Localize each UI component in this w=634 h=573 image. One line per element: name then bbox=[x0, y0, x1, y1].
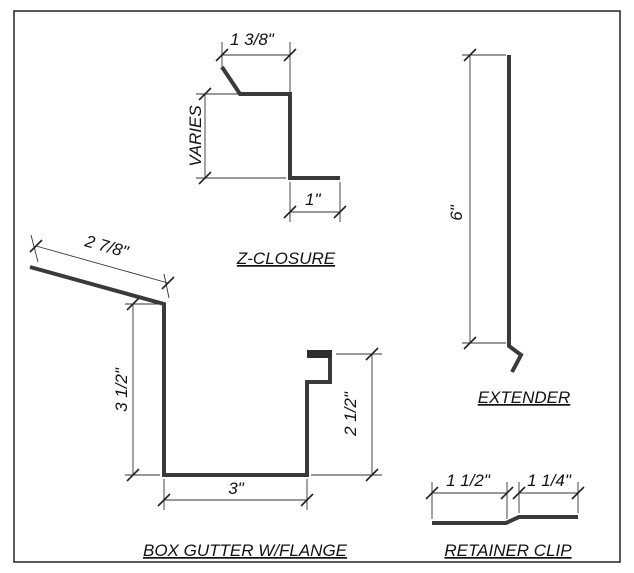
box-gutter-detail: 2 7/8" 3 1/2" 3" 2 1/2" BOX GUTTER W/FLA… bbox=[29, 231, 382, 560]
gutter-back-height-label: 3 1/2" bbox=[112, 367, 131, 412]
z-closure-profile bbox=[220, 65, 340, 180]
retainer-clip-detail: 1 1/2" 1 1/4" RETAINER CLIP bbox=[425, 471, 585, 560]
gutter-slope-tick-right bbox=[161, 276, 175, 290]
drawing-border bbox=[13, 10, 621, 563]
z-closure-title: Z-CLOSURE bbox=[236, 249, 336, 268]
gutter-front-height-label: 2 1/2" bbox=[341, 391, 360, 437]
gutter-slope-dim-line bbox=[35, 245, 169, 284]
extender-height-label: 6" bbox=[447, 204, 466, 220]
gutter-front-tick-top bbox=[365, 347, 379, 361]
extender-tick-top bbox=[463, 48, 477, 62]
clip-left-tick-left bbox=[425, 486, 439, 500]
gutter-back-tick-top bbox=[126, 297, 140, 311]
z-closure-detail: 1 3/8" VARIES 1" Z-CLOSURE bbox=[186, 30, 347, 268]
gutter-slope-label: 2 7/8" bbox=[82, 231, 131, 262]
z-bottom-leg-label: 1" bbox=[305, 190, 321, 209]
z-top-tick-right bbox=[283, 48, 297, 62]
box-gutter-profile bbox=[29, 265, 332, 477]
clip-right-tick-right bbox=[571, 486, 585, 500]
clip-right-tick-left bbox=[512, 486, 526, 500]
gutter-front-tick-bottom bbox=[365, 468, 379, 482]
clip-left-label: 1 1/2" bbox=[446, 471, 491, 490]
gutter-bottom-tick-left bbox=[157, 493, 171, 507]
z-height-label: VARIES bbox=[186, 105, 205, 167]
z-bottom-tick-right bbox=[333, 205, 347, 219]
extender-profile bbox=[507, 55, 524, 373]
z-bottom-tick-left bbox=[283, 205, 297, 219]
clip-left-tick-right bbox=[500, 486, 514, 500]
gutter-back-tick-bottom bbox=[126, 468, 140, 482]
extender-detail: 6" EXTENDER bbox=[447, 48, 571, 407]
extender-title: EXTENDER bbox=[478, 388, 571, 407]
clip-right-label: 1 1/4" bbox=[527, 471, 572, 490]
gutter-slope-tick-left bbox=[29, 239, 43, 253]
z-height-tick-top bbox=[198, 87, 212, 101]
gutter-slope-ext-right bbox=[163, 273, 170, 299]
box-gutter-title: BOX GUTTER W/FLANGE bbox=[143, 541, 348, 560]
gutter-flange-hem bbox=[307, 350, 332, 358]
gutter-bottom-width-label: 3" bbox=[228, 479, 244, 498]
retainer-clip-title: RETAINER CLIP bbox=[444, 541, 572, 560]
gutter-bottom-tick-right bbox=[300, 493, 314, 507]
extender-tick-bottom bbox=[463, 336, 477, 350]
z-top-tick-left bbox=[215, 48, 229, 62]
z-top-width-label: 1 3/8" bbox=[230, 30, 275, 49]
z-height-tick-bottom bbox=[198, 171, 212, 185]
retainer-clip-profile bbox=[432, 515, 578, 525]
